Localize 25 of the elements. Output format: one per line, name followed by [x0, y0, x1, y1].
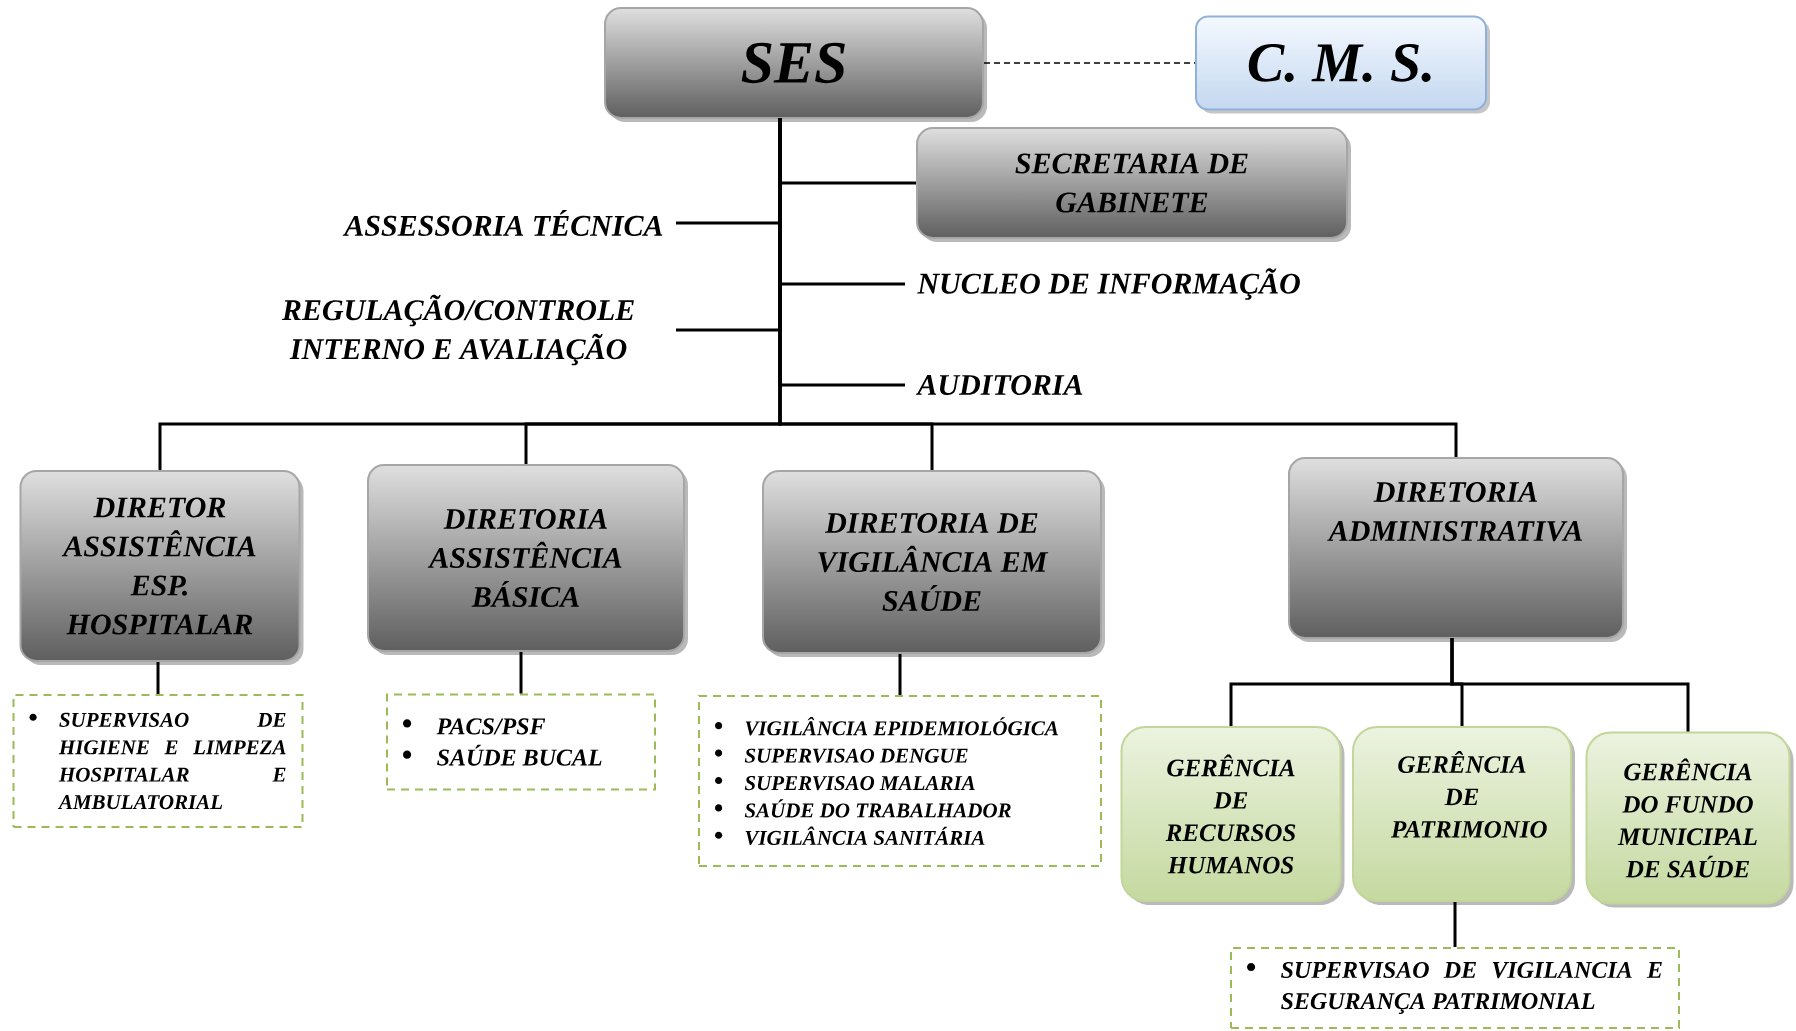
task-list-box: PACS/PSF SAÚDE BUCAL [386, 693, 656, 791]
management-box: GERÊNCIA DO FUNDO MUNICIPAL DE SAÚDE [1585, 731, 1794, 908]
task-list-box: SUPERVISAO DE VIGILANCIA E SEGURANÇA PATRIMONIAL [1230, 947, 1680, 1029]
org-box: DIRETORIA ASSISTÊNCIA BÁSICA [367, 464, 688, 655]
connector-line [1453, 902, 1457, 947]
unit-label: NUCLEO DE INFORMAÇÃO [917, 268, 1300, 300]
connector-line [156, 662, 160, 694]
unit-label: ASSESSORIA TÉCNICA [342, 210, 663, 236]
connector-line [778, 118, 1458, 457]
org-box: SECRETARIA DE GABINETE [916, 127, 1351, 242]
connector-line [1450, 638, 1690, 732]
org-box: DIRETOR ASSISTÊNCIA ESP. HOSPITALAR [19, 470, 304, 665]
unit-label: REGULAÇÃO/CONTROLE INTERNO E AVALIAÇÃO [281, 294, 634, 366]
management-box: GERÊNCIA DE RECURSOS HUMANOS [1120, 726, 1345, 905]
org-box: DIRETORIA DE VIGILÂNCIA EM SAÚDE [762, 470, 1105, 657]
council-box: C. M. S. [1195, 15, 1490, 114]
task-list-box: VIGILÂNCIA EPIDEMIOLÓGICA SUPERVISAO DENGUE SUPERVISAO MALARIA SAÚDE DO TRABALHADOR VIGILÂNCIA SANITÁRIA [698, 695, 1102, 867]
management-box: GERÊNCIA DE PATRIMONIO [1352, 726, 1575, 905]
unit-label: AUDITORIA [915, 374, 1083, 396]
connector-line [898, 654, 902, 695]
task-list-box: SUPERVISAO DE HIGIENE E LIMPEZA HOSPITALAR E AMBULATORIAL [12, 694, 304, 828]
connector-line [519, 652, 523, 694]
org-box: DIRETORIA ADMINISTRATIVA [1288, 457, 1627, 642]
connector-line [983, 62, 1196, 64]
org-box: SES [604, 7, 987, 122]
